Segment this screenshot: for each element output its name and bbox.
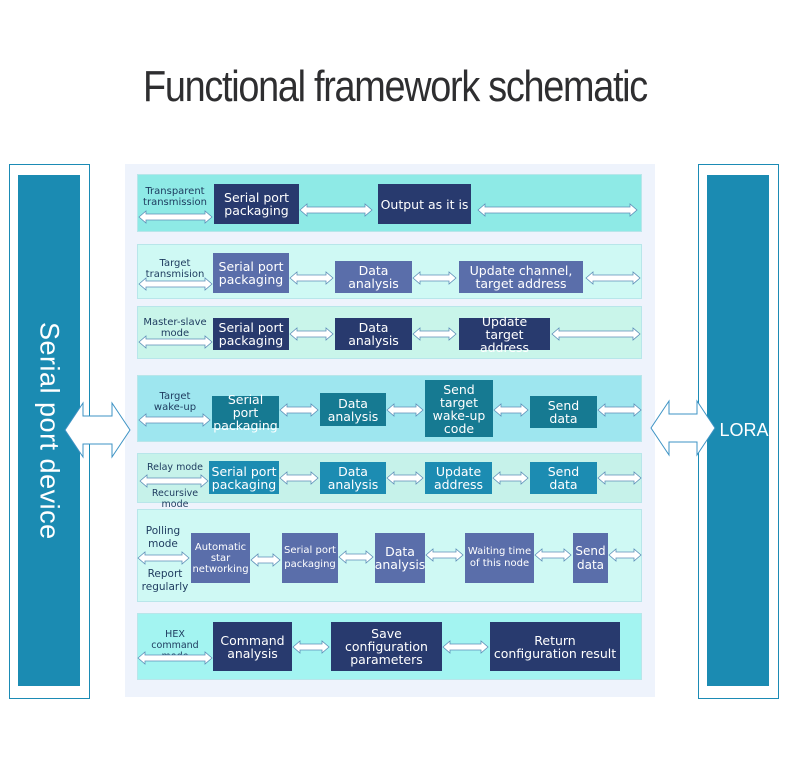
double-arrow-icon <box>442 640 489 654</box>
mode-label-secondary: Report regularly <box>141 568 189 593</box>
step-box: Data analysis <box>335 318 412 350</box>
double-arrow-icon <box>138 335 213 349</box>
double-arrow-icon <box>551 327 641 341</box>
double-arrow-icon <box>597 403 642 417</box>
double-arrow-icon <box>289 327 334 341</box>
step-box: Data analysis <box>375 533 425 583</box>
step-box: Output as it is <box>378 184 471 224</box>
lora-device-label: LORA <box>719 420 769 440</box>
double-arrow-icon <box>597 471 642 485</box>
step-box: Serial port packaging <box>213 318 289 350</box>
double-arrow-icon <box>585 271 641 285</box>
step-box: Send data <box>530 462 597 494</box>
double-arrow-icon <box>137 551 190 565</box>
double-arrow-icon <box>493 403 529 417</box>
step-box: Update channel, target address <box>459 261 583 293</box>
step-box: Serial port packaging <box>214 184 299 224</box>
step-box: Serial port packaging <box>209 461 279 494</box>
double-arrow-icon <box>279 471 319 485</box>
double-arrow-icon <box>425 548 464 562</box>
step-box: Data analysis <box>320 462 386 494</box>
mode-label: Transparent transmission <box>143 186 207 208</box>
double-arrow-icon <box>477 203 638 217</box>
mode-label-secondary: Recursive mode <box>151 488 199 510</box>
step-box: Data analysis <box>335 261 412 293</box>
step-box: Automatic star networking <box>191 533 250 583</box>
double-arrow-icon <box>250 553 281 567</box>
double-arrow-icon <box>492 471 529 485</box>
mode-label: Polling mode <box>145 525 181 550</box>
double-arrow-icon <box>289 271 334 285</box>
step-box: Serial port packaging <box>213 253 289 293</box>
double-arrow-icon <box>138 413 211 427</box>
double-arrow-icon <box>386 403 424 417</box>
page-title: Functional framework schematic <box>143 62 648 111</box>
step-box: Command analysis <box>213 622 292 671</box>
step-box: Return configuration result <box>490 622 620 671</box>
double-arrow-icon <box>608 548 642 562</box>
serial-port-device-label: Serial port device <box>34 321 65 540</box>
double-arrow-icon <box>534 548 572 562</box>
double-arrow-icon <box>137 651 213 665</box>
mode-label: Master-slave mode <box>143 317 207 339</box>
double-arrow-icon <box>412 327 457 341</box>
double-arrow-icon <box>138 277 213 291</box>
step-box: Send target wake-up code <box>425 380 493 437</box>
lora-device-block: LORA <box>707 175 769 686</box>
mode-label: Target transmision <box>145 258 205 280</box>
mode-label: Target wake-up <box>153 391 197 413</box>
double-arrow-icon <box>299 203 373 217</box>
double-arrow-icon <box>292 640 330 654</box>
step-box: Data analysis <box>320 393 386 426</box>
double-arrow-icon <box>338 550 374 564</box>
double-arrow-icon <box>412 271 457 285</box>
double-arrow-icon <box>279 403 319 417</box>
step-box: Send data <box>530 396 597 428</box>
mode-label: Relay mode <box>146 462 204 473</box>
step-box: Save configuration parameters <box>331 622 442 671</box>
left-big-double-arrow-icon <box>64 401 131 459</box>
step-box: Update address <box>425 462 492 494</box>
double-arrow-icon <box>386 471 424 485</box>
double-arrow-icon <box>139 474 209 488</box>
step-box: Waiting time of this node <box>465 533 534 583</box>
double-arrow-icon <box>138 210 213 224</box>
step-box: Send data <box>573 533 608 583</box>
step-box: Serial port packaging <box>282 533 338 583</box>
right-big-double-arrow-icon <box>650 399 716 457</box>
